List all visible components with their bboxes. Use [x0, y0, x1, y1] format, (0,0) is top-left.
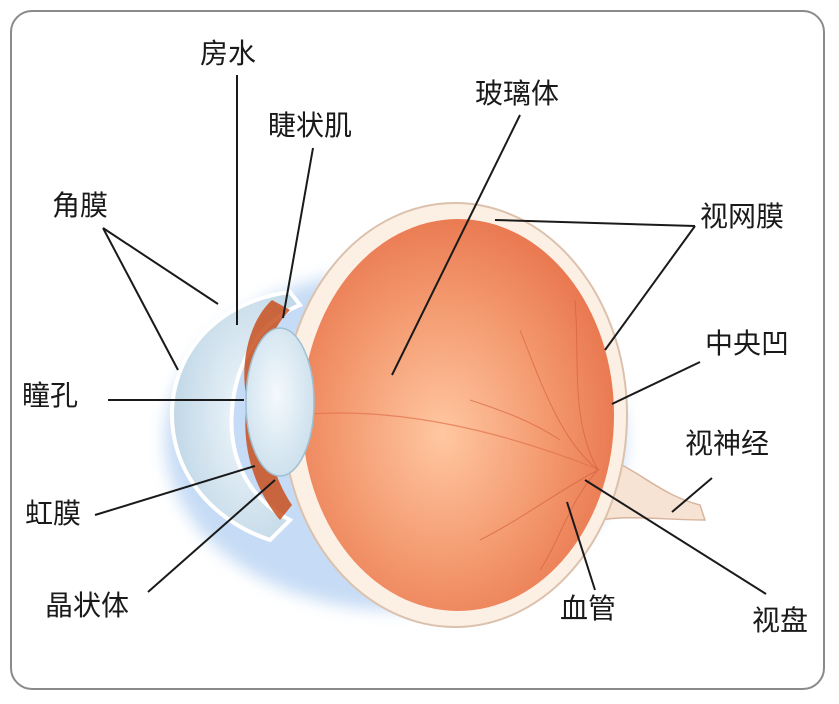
- leader-lines: [94, 75, 767, 595]
- label-fovea: 中央凹: [705, 327, 790, 360]
- label-vitreous-body: 玻璃体: [475, 77, 560, 110]
- vitreous-shape: [302, 219, 614, 611]
- label-lens: 晶状体: [45, 589, 130, 622]
- vitreous-fold: [309, 412, 601, 471]
- label-cornea: 角膜: [52, 189, 109, 222]
- label-retina: 视网膜: [700, 200, 785, 233]
- label-pupil: 瞳孔: [22, 379, 79, 412]
- label-blood-vessel: 血管: [560, 592, 617, 625]
- label-optic-disc: 视盘: [752, 604, 809, 637]
- label-iris: 虹膜: [25, 497, 82, 530]
- blood-vessels: [469, 299, 599, 571]
- cornea-shape: [169, 289, 304, 543]
- lens-shape: [245, 327, 315, 477]
- label-optic-nerve: 视神经: [685, 427, 770, 460]
- label-aqueous-humor: 房水: [200, 37, 257, 70]
- optic-nerve-shape: [599, 453, 707, 521]
- label-ciliary-muscle: 睫状肌: [268, 109, 353, 142]
